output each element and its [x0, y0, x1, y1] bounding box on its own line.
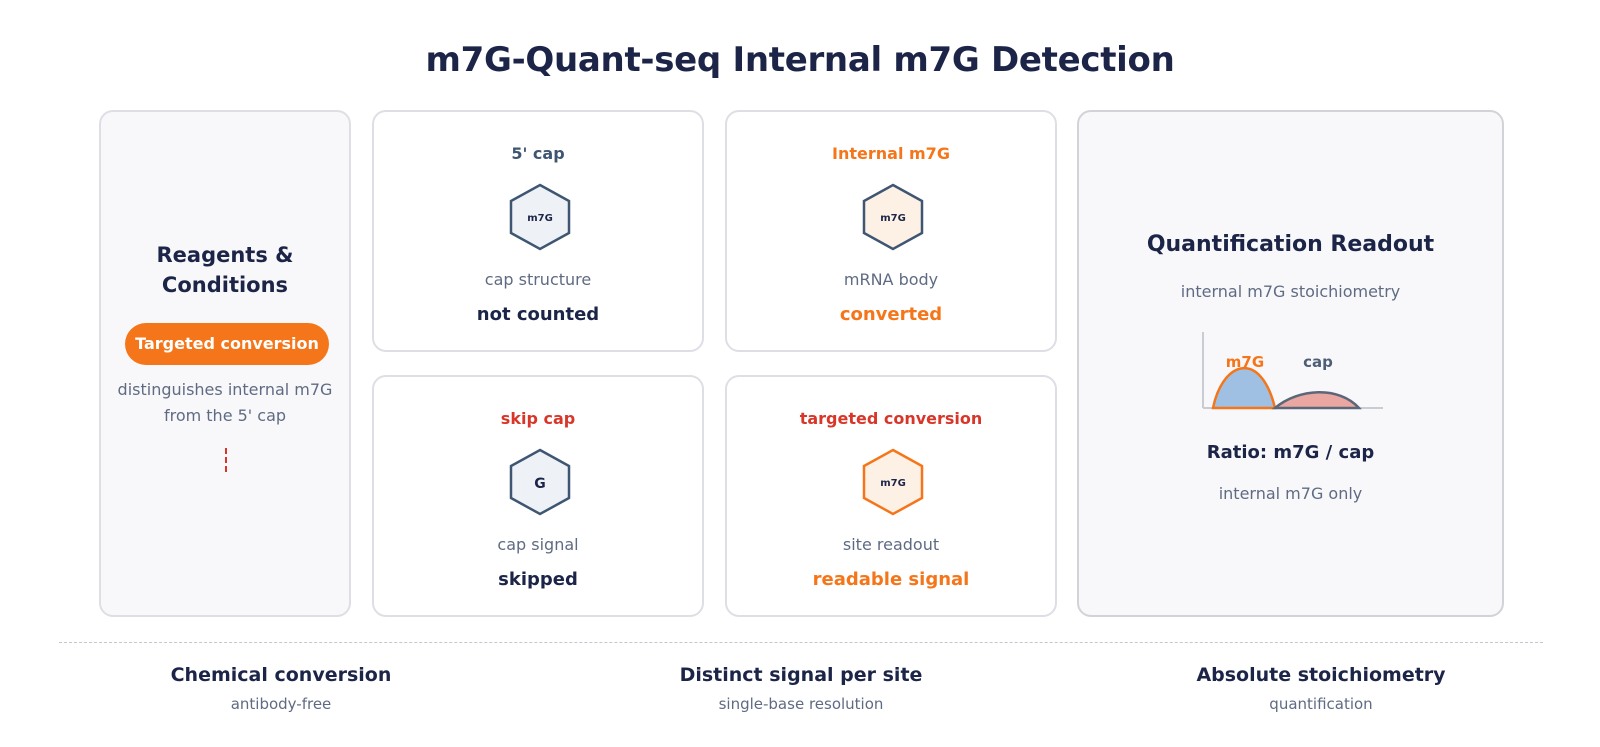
- cell-sub: site readout: [842, 535, 940, 554]
- cell-internal-m7g: Internal m7G m7G mRNA body converted: [725, 110, 1057, 352]
- cell-value: converted: [839, 304, 943, 325]
- cell-5-cap: 5' cap m7G cap structure not counted: [372, 110, 704, 352]
- cell-value: skipped: [498, 569, 578, 590]
- hexagon-label: G: [534, 476, 546, 492]
- feature-heading: Distinct signal per site: [679, 664, 923, 686]
- hexagon-label: m7G: [527, 213, 553, 224]
- hexagon-label: m7G: [880, 213, 906, 224]
- readout-title: Quantification Readout: [1146, 232, 1435, 257]
- feature-sub: single-base resolution: [718, 695, 884, 713]
- cell-sub: cap structure: [484, 270, 592, 289]
- reagents-desc-line1: distinguishes internal m7G: [117, 380, 333, 399]
- readout-footer: internal m7G only: [1218, 484, 1363, 503]
- reagents-heading-line1: Reagents &: [156, 243, 294, 267]
- hexagon-label: m7G: [880, 478, 906, 489]
- dashed-connector: [225, 448, 227, 472]
- quantification-panel: Quantification Readout internal m7G stoi…: [1077, 110, 1504, 617]
- reagents-panel: Reagents & Conditions Targeted conversio…: [99, 110, 351, 617]
- targeted-conversion-badge: Targeted conversion: [125, 323, 329, 365]
- cell-title: skip cap: [500, 409, 576, 428]
- cell-title: Internal m7G: [832, 144, 950, 163]
- hexagon-nucleotide-icon: m7G: [862, 183, 924, 251]
- readout-subtitle: internal m7G stoichiometry: [1180, 282, 1401, 301]
- feature-heading: Absolute stoichiometry: [1196, 664, 1446, 686]
- m7g-peak-label: m7G: [1226, 353, 1264, 371]
- cell-skip-cap: skip cap G cap signal skipped: [372, 375, 704, 617]
- hexagon-shape: [862, 448, 924, 516]
- hexagon-nucleotide-icon: m7G: [862, 448, 924, 516]
- ratio-label: Ratio: m7G / cap: [1206, 442, 1375, 463]
- hexagon-nucleotide-icon: G: [509, 448, 571, 516]
- cell-value: readable signal: [812, 569, 970, 590]
- cell-sub: mRNA body: [843, 270, 939, 289]
- cell-value: not counted: [476, 304, 600, 325]
- section-divider: [59, 642, 1543, 643]
- hexagon-nucleotide-icon: m7G: [509, 183, 571, 251]
- feature-chemical-conversion: Chemical conversion antibody-free: [101, 664, 461, 713]
- hexagon-shape: [509, 183, 571, 251]
- feature-heading: Chemical conversion: [170, 664, 392, 686]
- cell-targeted-conversion: targeted conversion m7G site readout rea…: [725, 375, 1057, 617]
- cell-title: targeted conversion: [799, 409, 983, 428]
- page-title: m7G-Quant-seq Internal m7G Detection: [425, 40, 1175, 80]
- cell-sub: cap signal: [497, 535, 579, 554]
- cell-title: 5' cap: [511, 144, 565, 163]
- feature-sub: quantification: [1269, 695, 1373, 713]
- reagents-heading-line2: Conditions: [161, 273, 289, 297]
- peak-plot: m7G cap: [1202, 332, 1383, 410]
- hexagon-shape: [509, 448, 571, 516]
- feature-sub: antibody-free: [230, 695, 332, 713]
- feature-distinct-signal: Distinct signal per site single-base res…: [621, 664, 981, 713]
- cap-peak: [1271, 391, 1362, 410]
- feature-absolute-stoichiometry: Absolute stoichiometry quantification: [1141, 664, 1501, 713]
- reagents-desc-line2: from the 5' cap: [163, 406, 287, 425]
- cap-peak-label: cap: [1303, 353, 1333, 371]
- hexagon-shape: [862, 183, 924, 251]
- m7g-peak: [1211, 366, 1277, 410]
